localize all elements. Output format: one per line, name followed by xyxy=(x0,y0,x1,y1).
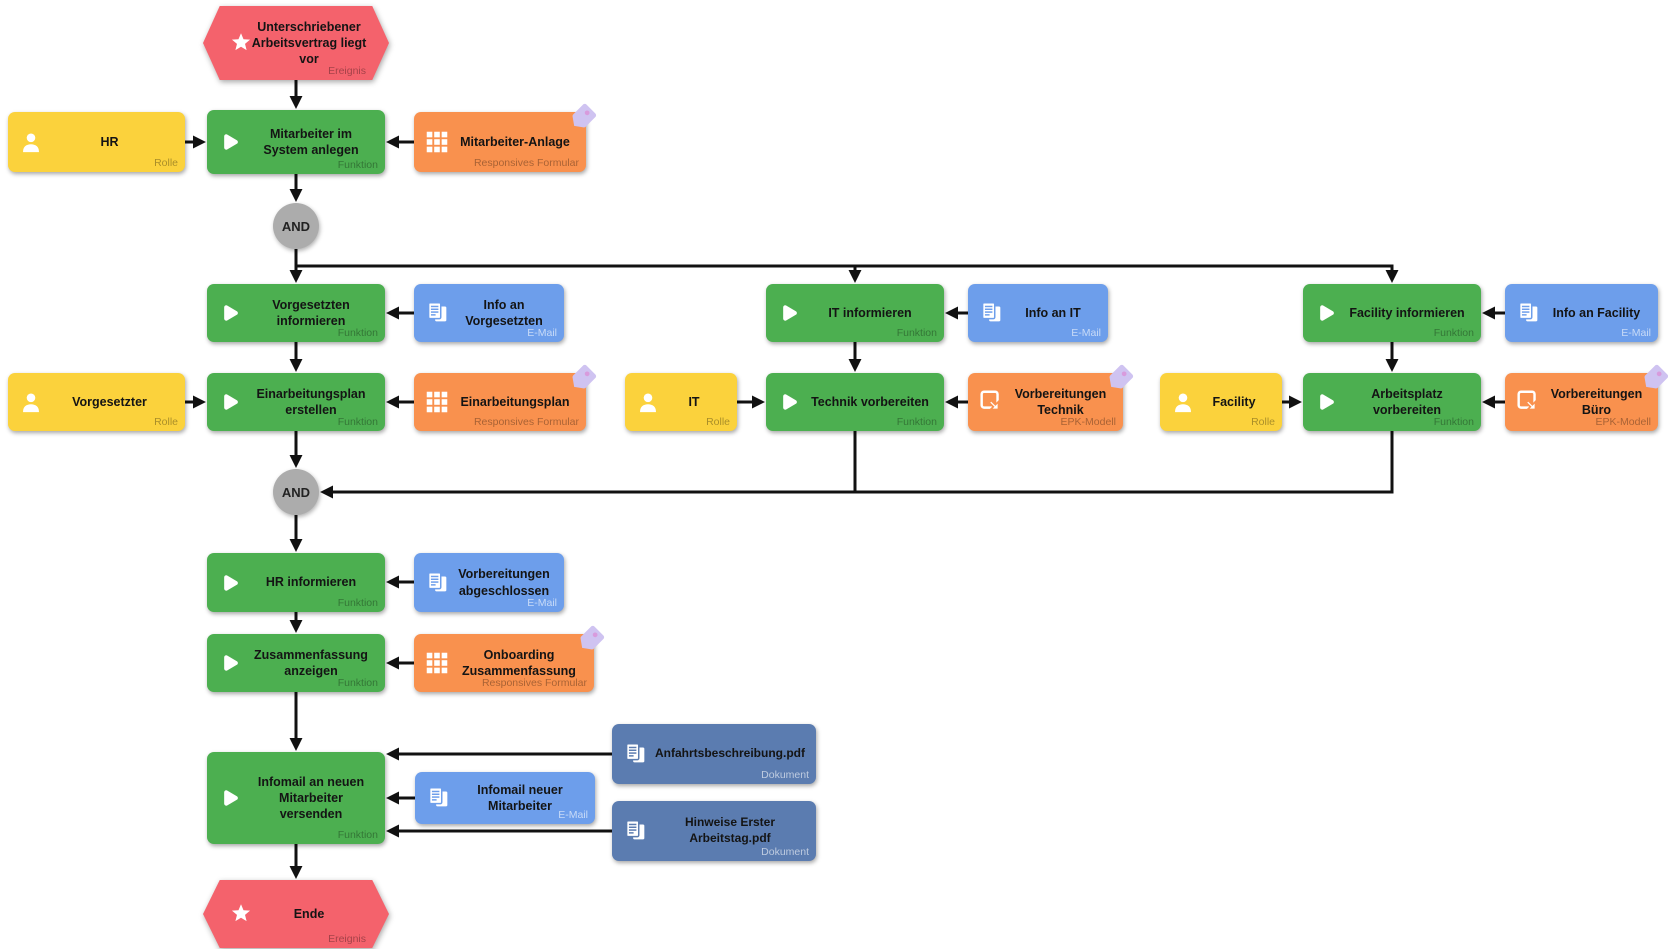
node-title: Infomail an neuen Mitarbeiter versenden xyxy=(257,774,365,822)
node-title: Info an IT xyxy=(1025,305,1081,320)
node-title: Info an Facility xyxy=(1552,305,1641,320)
epk-vorbereitungen-technik[interactable]: Vorbereitungen Technik EPK-Modell xyxy=(968,373,1123,431)
node-title: Vorbereitungen abgeschlossen xyxy=(458,567,550,598)
epk-vorbereitungen-buero[interactable]: Vorbereitungen Büro EPK-Modell xyxy=(1505,373,1658,431)
node-title: IT informieren xyxy=(828,305,912,320)
node-type-label: Dokument xyxy=(761,846,809,858)
node-title: HR xyxy=(100,134,119,149)
form-einarbeitungsplan[interactable]: Einarbeitungsplan Responsives Formular xyxy=(414,373,586,431)
function-infomail-versenden[interactable]: Infomail an neuen Mitarbeiter versenden … xyxy=(207,752,385,844)
node-title: Hinweise Erster Arbeitstag.pdf xyxy=(684,815,776,845)
node-type-label: Funktion xyxy=(896,327,937,339)
email-info-an-facility[interactable]: Info an Facility E-Mail xyxy=(1505,284,1658,342)
gateway-label: AND xyxy=(281,218,311,234)
node-title: HR informieren xyxy=(265,575,357,590)
email-infomail-neuer-mitarbeiter[interactable]: Infomail neuer Mitarbeiter E-Mail xyxy=(415,772,595,824)
gateway-label: AND xyxy=(281,484,311,500)
node-type-label: E-Mail xyxy=(527,597,557,609)
role-it[interactable]: IT Rolle xyxy=(625,373,737,431)
document-hinweise-erster-arbeitstag[interactable]: Hinweise Erster Arbeitstag.pdf Dokument xyxy=(612,801,816,861)
node-type-label: Funktion xyxy=(337,829,378,841)
node-title: Ende xyxy=(293,906,325,921)
event-start[interactable]: Unterschriebener Arbeitsvertrag liegt vo… xyxy=(203,6,389,80)
email-vorbereitungen-abgeschlossen[interactable]: Vorbereitungen abgeschlossen E-Mail xyxy=(414,553,564,612)
node-title: Vorbereitungen Büro xyxy=(1550,386,1643,417)
node-title: Vorgesetzten informieren xyxy=(272,297,350,328)
function-vorgesetzten-informieren[interactable]: Vorgesetzten informieren Funktion xyxy=(207,284,385,342)
node-type-label: Funktion xyxy=(337,159,378,171)
role-hr[interactable]: HR Rolle xyxy=(8,112,185,172)
tag-icon xyxy=(1105,363,1135,393)
node-type-label: EPK-Modell xyxy=(1060,416,1116,428)
node-title: Technik vorbereiten xyxy=(811,394,929,409)
node-type-label: Funktion xyxy=(896,416,937,428)
node-type-label: Dokument xyxy=(761,769,809,781)
node-title: Vorgesetzter xyxy=(72,394,147,409)
function-it-informieren[interactable]: IT informieren Funktion xyxy=(766,284,944,342)
node-type-label: Ereignis xyxy=(328,65,366,77)
node-type-label: Rolle xyxy=(154,157,178,169)
node-type-label: E-Mail xyxy=(1621,327,1651,339)
node-type-label: Rolle xyxy=(706,416,730,428)
node-title: IT xyxy=(688,394,700,409)
node-title: Arbeitsplatz vorbereiten xyxy=(1371,386,1443,417)
node-title: Mitarbeiter im System anlegen xyxy=(263,126,359,157)
function-hr-informieren[interactable]: HR informieren Funktion xyxy=(207,553,385,612)
email-info-an-it[interactable]: Info an IT E-Mail xyxy=(968,284,1108,342)
node-title: Info an Vorgesetzten xyxy=(465,297,543,328)
node-type-label: Funktion xyxy=(1433,327,1474,339)
node-title: Anfahrtsbeschreibung.pdf xyxy=(654,746,805,761)
function-einarbeitungsplan-erstellen[interactable]: Einarbeitungsplan erstellen Funktion xyxy=(207,373,385,431)
node-title: Onboarding Zusammenfassung xyxy=(462,647,576,678)
document-anfahrtsbeschreibung[interactable]: Anfahrtsbeschreibung.pdf Dokument xyxy=(612,724,816,784)
tag-icon xyxy=(568,102,598,132)
node-title: Unterschriebener Arbeitsvertrag liegt vo… xyxy=(251,19,367,67)
node-type-label: Funktion xyxy=(337,597,378,609)
node-type-label: E-Mail xyxy=(1071,327,1101,339)
node-type-label: E-Mail xyxy=(558,809,588,821)
node-type-label: EPK-Modell xyxy=(1595,416,1651,428)
node-title: Mitarbeiter-Anlage xyxy=(460,134,570,149)
node-type-label: Rolle xyxy=(1251,416,1275,428)
and-gateway-2[interactable]: AND xyxy=(273,469,319,515)
tag-icon xyxy=(568,363,598,393)
tag-icon xyxy=(576,624,606,654)
event-ende[interactable]: Ende Ereignis xyxy=(203,880,389,948)
node-title: Facility xyxy=(1212,394,1256,409)
node-title: Infomail neuer Mitarbeiter xyxy=(477,782,563,813)
function-zusammenfassung-anzeigen[interactable]: Zusammenfassung anzeigen Funktion xyxy=(207,634,385,692)
function-mitarbeiter-anlegen[interactable]: Mitarbeiter im System anlegen Funktion xyxy=(207,110,385,174)
node-type-label: Funktion xyxy=(1433,416,1474,428)
node-title: Einarbeitungsplan xyxy=(460,394,570,409)
role-facility[interactable]: Facility Rolle xyxy=(1160,373,1282,431)
node-title: Einarbeitungsplan erstellen xyxy=(256,386,366,417)
node-type-label: Funktion xyxy=(337,677,378,689)
role-vorgesetzter[interactable]: Vorgesetzter Rolle xyxy=(8,373,185,431)
node-type-label: Rolle xyxy=(154,416,178,428)
node-type-label: Responsives Formular xyxy=(473,416,579,428)
email-info-an-vorgesetzten[interactable]: Info an Vorgesetzten E-Mail xyxy=(414,284,564,342)
node-type-label: E-Mail xyxy=(527,327,557,339)
node-title: Zusammenfassung anzeigen xyxy=(254,647,368,678)
form-mitarbeiter-anlage[interactable]: Mitarbeiter-Anlage Responsives Formular xyxy=(414,112,586,172)
node-type-label: Funktion xyxy=(337,327,378,339)
and-gateway-1[interactable]: AND xyxy=(273,203,319,249)
node-title: Vorbereitungen Technik xyxy=(1014,386,1107,417)
node-type-label: Ereignis xyxy=(328,933,366,945)
form-onboarding-zusammenfassung[interactable]: Onboarding Zusammenfassung Responsives F… xyxy=(414,634,594,692)
function-technik-vorbereiten[interactable]: Technik vorbereiten Funktion xyxy=(766,373,944,431)
node-type-label: Funktion xyxy=(337,416,378,428)
node-type-label: Responsives Formular xyxy=(473,157,579,169)
function-facility-informieren[interactable]: Facility informieren Funktion xyxy=(1303,284,1481,342)
function-arbeitsplatz-vorbereiten[interactable]: Arbeitsplatz vorbereiten Funktion xyxy=(1303,373,1481,431)
node-title: Facility informieren xyxy=(1349,305,1465,320)
node-type-label: Responsives Formular xyxy=(481,677,587,689)
tag-icon xyxy=(1640,363,1668,393)
